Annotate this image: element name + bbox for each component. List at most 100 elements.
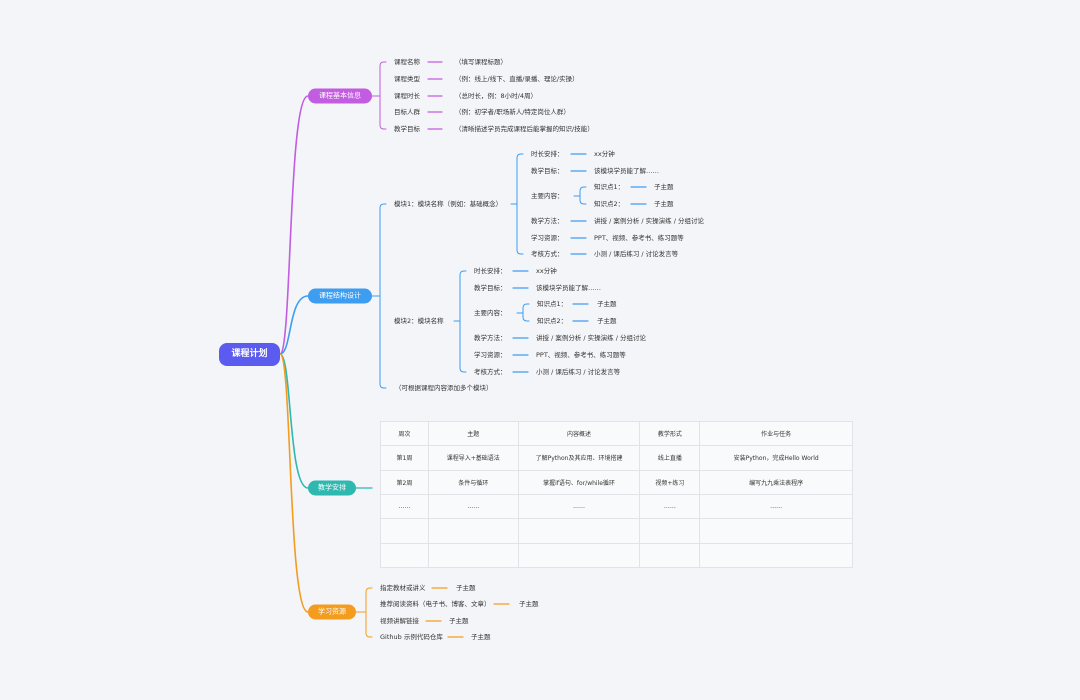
resource-item-4[interactable]: Github 示例代码仓库: [380, 633, 443, 641]
root-connector: [279, 295, 309, 355]
module-1-knowledge-point-2[interactable]: 知识点2：: [594, 200, 625, 208]
table-cell[interactable]: [427, 518, 519, 544]
structure-bracket: [379, 203, 387, 389]
table-cell[interactable]: [380, 518, 429, 544]
module-2-row-2[interactable]: 教学目标：: [474, 284, 507, 292]
module-2-row-1-value[interactable]: xx分钟: [536, 267, 557, 275]
module-2-knowledge-point-1[interactable]: 知识点1：: [537, 300, 568, 308]
basic-item-value-1[interactable]: （填写课程标题）: [455, 58, 507, 66]
table-cell[interactable]: [380, 542, 429, 569]
branch-basic-info[interactable]: 课程基本信息: [308, 88, 372, 104]
module-1-knowledge-point-2-value[interactable]: 子主题: [654, 200, 674, 208]
basic-item-value-4[interactable]: （例：初学者/职场新人/特定岗位人群）: [455, 108, 570, 116]
table-cell[interactable]: 安装Python，完成Hello World: [699, 445, 853, 471]
module-1-subtopic-bracket: [579, 186, 587, 205]
basic-item-3[interactable]: 课程时长: [394, 92, 420, 100]
resource-item-4-value[interactable]: 子主题: [471, 633, 491, 641]
table-cell[interactable]: 线上直播: [639, 445, 701, 471]
resource-item-1[interactable]: 指定教材或讲义: [380, 584, 426, 592]
module-1-row-2[interactable]: 教学目标：: [531, 167, 564, 175]
table-cell[interactable]: 编写九九乘法表程序: [699, 469, 853, 495]
table-cell[interactable]: 掌握if语句、for/while循环: [517, 469, 641, 495]
table-cell[interactable]: 课程导入+基础语法: [427, 445, 519, 471]
table-header-cell: 教学形式: [639, 420, 701, 447]
resource-item-2[interactable]: 推荐阅读资料（电子书、博客、文章）: [380, 600, 491, 608]
root-connector: [279, 95, 309, 355]
table-cell[interactable]: [517, 542, 641, 569]
table-cell[interactable]: 视频+练习: [639, 469, 701, 495]
basic-item-4[interactable]: 目标人群: [394, 108, 420, 116]
module-2-row-5[interactable]: 学习资源：: [474, 351, 507, 359]
basic-bracket: [379, 61, 387, 130]
module-1-row-5-value[interactable]: PPT、视频、参考书、练习题等: [594, 234, 684, 242]
resource-item-3[interactable]: 视频讲解链接: [380, 617, 419, 625]
module-2-row-1[interactable]: 时长安排：: [474, 267, 507, 275]
basic-item-value-5[interactable]: （清晰描述学员完成课程后能掌握的知识/技能）: [455, 125, 594, 133]
module-2-row-6[interactable]: 考核方式：: [474, 368, 507, 376]
table-row: …………………………: [380, 493, 853, 520]
module-1-row-5[interactable]: 学习资源：: [531, 234, 564, 242]
basic-item-2[interactable]: 课程类型: [394, 75, 420, 83]
table-cell[interactable]: [699, 542, 853, 569]
module-2-row-4[interactable]: 教学方法：: [474, 334, 507, 342]
module-1-row-6[interactable]: 考核方式：: [531, 250, 564, 258]
module-1-row-4-value[interactable]: 讲授 / 案例分析 / 实操演练 / 分组讨论: [594, 217, 704, 225]
module-1-title[interactable]: 模块1：模块名称（例如：基础概念）: [394, 200, 503, 208]
module-1-row-1[interactable]: 时长安排：: [531, 150, 564, 158]
table-cell[interactable]: 第2周: [380, 469, 429, 495]
structure-note[interactable]: （可根据课程内容添加多个模块）: [395, 384, 493, 392]
table-cell[interactable]: [517, 518, 641, 544]
resources-bracket: [365, 587, 373, 638]
table-header-cell: 周次: [380, 420, 429, 447]
table-cell[interactable]: 了解Python及其应用、环境搭建: [517, 445, 641, 471]
module-2-knowledge-point-1-value[interactable]: 子主题: [597, 300, 617, 308]
module-2-row-2-value[interactable]: 该模块学员能了解……: [536, 284, 601, 292]
resource-item-2-value[interactable]: 子主题: [519, 600, 539, 608]
table-cell[interactable]: ……: [517, 493, 641, 520]
module-1-knowledge-point-1[interactable]: 知识点1：: [594, 183, 625, 191]
module-1-row-6-value[interactable]: 小测 / 课后练习 / 讨论发言等: [594, 250, 679, 258]
module-2-row-5-value[interactable]: PPT、视频、参考书、练习题等: [536, 351, 626, 359]
resource-item-3-value[interactable]: 子主题: [449, 617, 469, 625]
module-2-knowledge-point-2-value[interactable]: 子主题: [597, 317, 617, 325]
table-cell[interactable]: 第1周: [380, 445, 429, 471]
module-2-knowledge-point-2[interactable]: 知识点2：: [537, 317, 568, 325]
table-header-cell: 内容概述: [517, 420, 641, 447]
branch-course-structure[interactable]: 课程结构设计: [308, 288, 372, 304]
basic-item-5[interactable]: 教学目标: [394, 125, 420, 133]
table-cell[interactable]: [427, 542, 519, 569]
table-cell[interactable]: ……: [639, 493, 701, 520]
table-cell[interactable]: [639, 518, 701, 544]
module-1-bracket: [516, 153, 524, 255]
module-2-row-6-value[interactable]: 小测 / 课后练习 / 讨论发言等: [536, 368, 621, 376]
table-cell[interactable]: 条件与循环: [427, 469, 519, 495]
basic-item-value-2[interactable]: （例：线上/线下、直播/录播、理论/实操）: [455, 75, 579, 83]
table-header-cell: 作业与任务: [699, 420, 853, 447]
module-1-knowledge-point-1-value[interactable]: 子主题: [654, 183, 674, 191]
module-1-row-4[interactable]: 教学方法：: [531, 217, 564, 225]
resource-item-1-value[interactable]: 子主题: [456, 584, 476, 592]
schedule-table: 周次主题内容概述教学形式作业与任务第1周课程导入+基础语法了解Python及其应…: [380, 420, 853, 569]
root-node[interactable]: 课程计划: [219, 343, 280, 366]
module-1-row-2-value[interactable]: 该模块学员能了解……: [594, 167, 659, 175]
table-cell[interactable]: [699, 518, 853, 544]
table-row: 第1周课程导入+基础语法了解Python及其应用、环境搭建线上直播安装Pytho…: [380, 445, 853, 471]
basic-item-1[interactable]: 课程名称: [394, 58, 420, 66]
table-cell[interactable]: ……: [427, 493, 519, 520]
module-2-row-3[interactable]: 主要内容：: [474, 309, 507, 317]
module-2-title[interactable]: 模块2：模块名称: [394, 317, 444, 325]
branch-learning-resources[interactable]: 学习资源: [308, 604, 356, 620]
table-row: [380, 518, 853, 544]
branch-teaching-schedule[interactable]: 教学安排: [308, 480, 356, 496]
table-cell[interactable]: ……: [380, 493, 429, 520]
module-2-row-4-value[interactable]: 讲授 / 案例分析 / 实操演练 / 分组讨论: [536, 334, 646, 342]
module-1-row-1-value[interactable]: xx分钟: [594, 150, 615, 158]
root-connector: [279, 353, 309, 489]
module-1-row-3[interactable]: 主要内容：: [531, 192, 564, 200]
root-connector: [279, 353, 309, 613]
table-cell[interactable]: ……: [699, 493, 853, 520]
basic-item-value-3[interactable]: （总时长，例：8小时/4周）: [455, 92, 537, 100]
table-cell[interactable]: [639, 542, 701, 569]
